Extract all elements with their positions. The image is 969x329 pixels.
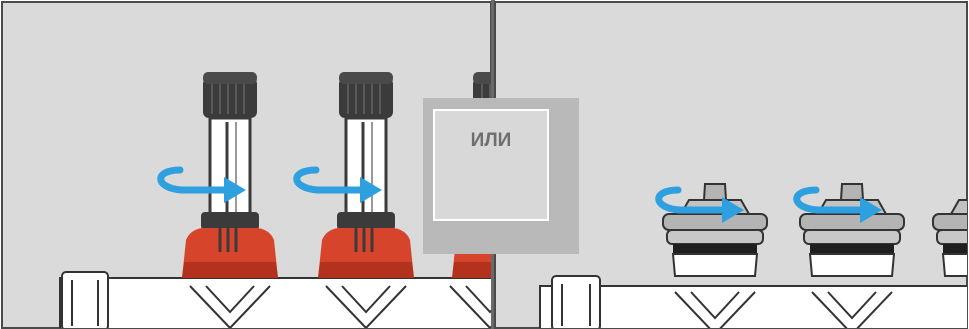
right-manifold [539, 275, 967, 328]
left-manifold [59, 271, 491, 328]
left-panel [1, 1, 492, 329]
or-label-box: ИЛИ [423, 98, 579, 254]
right-panel [494, 1, 968, 329]
or-label: ИЛИ [471, 130, 512, 151]
